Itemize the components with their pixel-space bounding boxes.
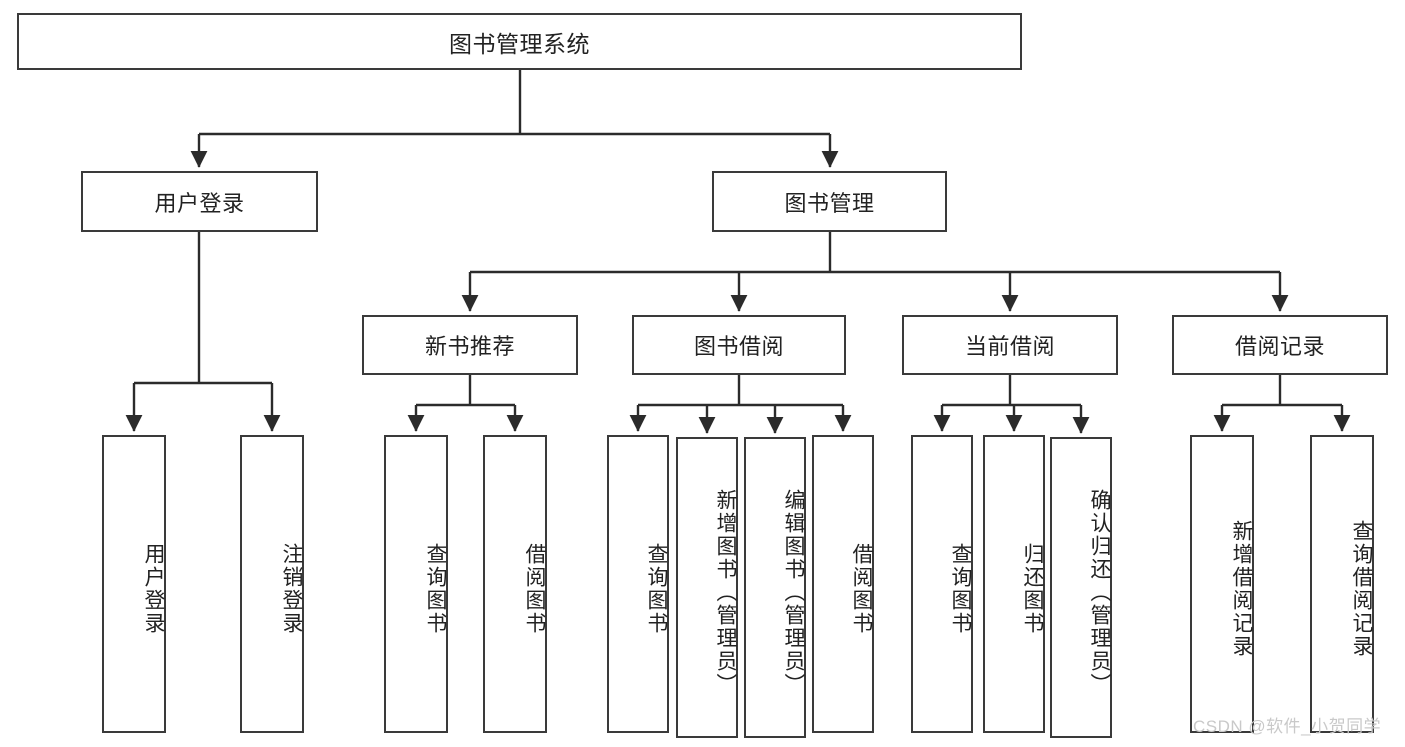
node-leaf-edit-book[interactable]: 编辑图书（管理员） (744, 437, 806, 738)
node-borrow-record[interactable]: 借阅记录 (1172, 315, 1388, 375)
node-leaf-borrow-book-1-label: 借阅图书 (523, 543, 546, 635)
node-leaf-return-book-label: 归还图书 (1021, 543, 1044, 635)
node-leaf-query-book-2[interactable]: 查询图书 (607, 435, 669, 733)
node-leaf-add-record-label: 新增借阅记录 (1230, 520, 1253, 658)
node-leaf-query-book-1[interactable]: 查询图书 (384, 435, 448, 733)
node-new-book-rec-label: 新书推荐 (424, 334, 515, 359)
node-leaf-query-book-1-label: 查询图书 (424, 543, 447, 635)
node-leaf-query-record[interactable]: 查询借阅记录 (1310, 435, 1374, 733)
node-leaf-add-book-label: 新增图书（管理员） (714, 489, 737, 696)
node-book-manage-label: 图书管理 (784, 190, 875, 216)
node-user-login[interactable]: 用户登录 (81, 171, 318, 232)
node-leaf-borrow-book-1[interactable]: 借阅图书 (483, 435, 547, 733)
node-user-login-label: 用户登录 (154, 190, 245, 216)
node-leaf-user-login[interactable]: 用户登录 (102, 435, 166, 733)
node-leaf-query-book-2-label: 查询图书 (645, 543, 668, 635)
node-leaf-query-book-3-label: 查询图书 (949, 543, 972, 635)
node-new-book-rec[interactable]: 新书推荐 (362, 315, 578, 375)
node-leaf-add-book[interactable]: 新增图书（管理员） (676, 437, 738, 738)
node-leaf-query-record-label: 查询借阅记录 (1350, 520, 1373, 658)
node-leaf-return-book[interactable]: 归还图书 (983, 435, 1045, 733)
node-leaf-borrow-book-2[interactable]: 借阅图书 (812, 435, 874, 733)
node-book-borrow[interactable]: 图书借阅 (632, 315, 846, 375)
node-leaf-borrow-book-2-label: 借阅图书 (850, 543, 873, 635)
node-leaf-query-book-3[interactable]: 查询图书 (911, 435, 973, 733)
node-leaf-edit-book-label: 编辑图书（管理员） (782, 489, 805, 696)
node-current-borrow-label: 当前借阅 (964, 334, 1055, 359)
node-root-label: 图书管理系统 (449, 30, 590, 57)
node-book-borrow-label: 图书借阅 (693, 334, 784, 359)
node-leaf-logout[interactable]: 注销登录 (240, 435, 304, 733)
node-book-manage[interactable]: 图书管理 (712, 171, 947, 232)
node-borrow-record-label: 借阅记录 (1234, 334, 1325, 359)
node-root[interactable]: 图书管理系统 (17, 13, 1022, 70)
node-leaf-logout-label: 注销登录 (280, 543, 303, 635)
node-current-borrow[interactable]: 当前借阅 (902, 315, 1118, 375)
node-leaf-add-record[interactable]: 新增借阅记录 (1190, 435, 1254, 733)
node-leaf-confirm-return[interactable]: 确认归还（管理员） (1050, 437, 1112, 738)
node-leaf-user-login-label: 用户登录 (142, 543, 165, 635)
watermark-text: CSDN @软件_小贺同学 (1193, 717, 1382, 736)
node-leaf-confirm-return-label: 确认归还（管理员） (1088, 489, 1111, 696)
